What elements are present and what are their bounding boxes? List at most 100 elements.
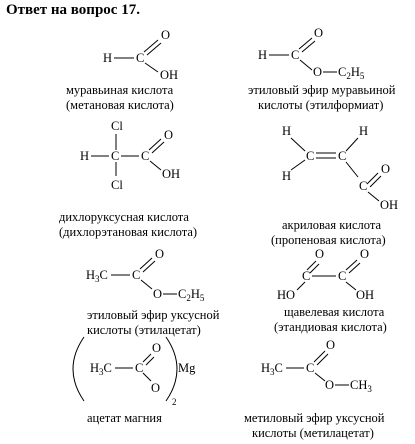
bracket-right xyxy=(165,336,178,402)
bond-c-o-double-a xyxy=(298,37,313,50)
atom-c3: C xyxy=(359,179,367,193)
atom-o: O xyxy=(314,26,323,40)
atom-c2: C xyxy=(141,149,149,163)
caption-4-line2: (пропеновая кислота) xyxy=(271,233,386,247)
page-title: Ответ на вопрос 17. xyxy=(6,2,140,18)
atom-o: O xyxy=(161,28,170,42)
atom-c2: C xyxy=(338,149,346,163)
structure-dichloroacetic-acid: Cl H C Cl C O OH дихлоруксусная кислота … xyxy=(59,119,197,239)
caption-6-line2: (этандиовая кислота) xyxy=(274,320,387,334)
bond-c1-o-double-b xyxy=(309,263,320,274)
bond-c2-o-double-b xyxy=(348,262,361,274)
atom-o-right: O xyxy=(360,247,369,261)
structure-magnesium-acetate: H3C C O O 2 Mg ацетат магния xyxy=(72,336,196,425)
bond-c2-oh xyxy=(345,281,357,291)
atom-cl-top: Cl xyxy=(111,119,123,133)
bond-h-c1-bottom xyxy=(290,159,306,171)
structure-methyl-acetate: H3C C O O CH3 метиловый эфир уксусной ки… xyxy=(244,338,385,440)
atom-o-top: O xyxy=(152,341,161,355)
atom-o: O xyxy=(164,128,173,142)
structure-oxalic-acid: O C C O HO OH щавелевая кислота (этандио… xyxy=(274,247,387,334)
atom-o: O xyxy=(155,247,164,261)
atom-c: C xyxy=(111,149,119,163)
structure-ethyl-formate: H C O O C2H5 этиловый эфир муравьиной ки… xyxy=(248,26,396,112)
bond-c-o-double-a xyxy=(139,257,153,270)
atom-o: O xyxy=(381,162,390,176)
atom-h: H xyxy=(103,51,112,65)
atom-h-top-left: H xyxy=(282,124,291,138)
atom-o-ester: O xyxy=(325,378,334,392)
caption-1-line2: (метановая кислота) xyxy=(66,98,174,112)
group-methyl-ester: CH3 xyxy=(350,378,372,394)
bond-c-o xyxy=(140,279,153,290)
atom-c1: C xyxy=(302,269,310,283)
atom-oh: OH xyxy=(160,68,178,82)
atom-c2: C xyxy=(338,269,346,283)
bond-c-oh xyxy=(367,191,380,202)
subscript-2: 2 xyxy=(172,397,177,407)
caption-6-line1: щавелевая кислота xyxy=(284,305,385,319)
group-ethyl: C2H5 xyxy=(178,287,205,303)
bond-c-o xyxy=(299,59,313,71)
atom-h: H xyxy=(80,149,89,163)
caption-1-line1: муравьиная кислота xyxy=(66,83,174,97)
bond-c-o-double-b xyxy=(142,260,156,273)
group-methyl: H3C xyxy=(86,268,108,284)
atom-o-ester: O xyxy=(153,287,162,301)
caption-5-line1: этиловый эфир уксусной xyxy=(87,308,220,322)
atom-c: C xyxy=(291,48,299,62)
bond-c-o-double-a xyxy=(148,138,162,151)
caption-5-line2: кислоты (этилацетат) xyxy=(87,323,201,337)
group-ethyl: C2H5 xyxy=(338,65,365,81)
atom-ho: HO xyxy=(277,288,295,302)
atom-h-bottom-left: H xyxy=(282,169,291,183)
bond-c-o-double-a xyxy=(366,172,379,185)
atom-o-bottom: O xyxy=(151,381,160,395)
structure-ethyl-acetate: H3C C O O C2H5 этиловый эфир уксусной ки… xyxy=(86,247,220,337)
bond-c1-oh xyxy=(296,281,306,291)
atom-c1: C xyxy=(306,149,314,163)
bond-c-oh xyxy=(144,62,159,73)
caption-8-line2: кислоты (метилацетат) xyxy=(252,426,374,440)
bond-c-o-double-a xyxy=(313,350,326,363)
bond-c-o-double-b xyxy=(145,356,155,366)
atom-h: H xyxy=(258,48,267,62)
atom-oh: OH xyxy=(162,167,180,181)
bond-c-o-double-a xyxy=(142,353,152,363)
atom-cl-bottom: Cl xyxy=(111,178,123,192)
atom-c: C xyxy=(136,51,144,65)
bond-c-o xyxy=(314,372,326,382)
atom-oh: OH xyxy=(356,288,374,302)
bond-c-o-double-b xyxy=(316,353,329,366)
bond-c-o-double-b xyxy=(301,40,316,53)
group-methyl: H3C xyxy=(90,361,112,377)
atom-o-ester: O xyxy=(313,65,322,79)
structure-formic-acid: H C O OH муравьиная кислота (метановая к… xyxy=(66,28,178,112)
atom-mg: Mg xyxy=(178,361,196,375)
caption-3-line1: дихлоруксусная кислота xyxy=(59,210,189,224)
bond-c-o xyxy=(142,372,152,382)
atom-c: C xyxy=(135,361,143,375)
atom-h-top-right: H xyxy=(359,124,368,138)
bond-c2-c3 xyxy=(345,161,359,178)
caption-2-line2: кислоты (этилформиат) xyxy=(258,98,383,112)
bond-c-o-double-b xyxy=(369,175,382,188)
bond-c-o-double-a xyxy=(143,39,159,53)
atom-oh: OH xyxy=(380,198,398,212)
caption-3-line2: (дихлорэтановая кислота) xyxy=(59,225,197,239)
bond-c-oh xyxy=(149,160,162,171)
caption-2-line1: этиловый эфир муравьиной xyxy=(248,83,396,97)
caption-7-line1: ацетат магния xyxy=(87,411,162,425)
bond-c-o-double-b xyxy=(151,141,165,154)
bond-c-o-double-b xyxy=(146,42,162,56)
group-methyl: H3C xyxy=(261,361,283,377)
caption-4-line1: акриловая кислота xyxy=(282,218,381,232)
caption-8-line1: метиловый эфир уксусной xyxy=(244,411,385,425)
atom-c: C xyxy=(132,268,140,282)
bond-c1-o-double-a xyxy=(306,260,317,271)
bond-c2-o-double-a xyxy=(345,259,358,271)
bracket-left xyxy=(72,336,85,402)
atom-o-left: O xyxy=(315,247,324,261)
